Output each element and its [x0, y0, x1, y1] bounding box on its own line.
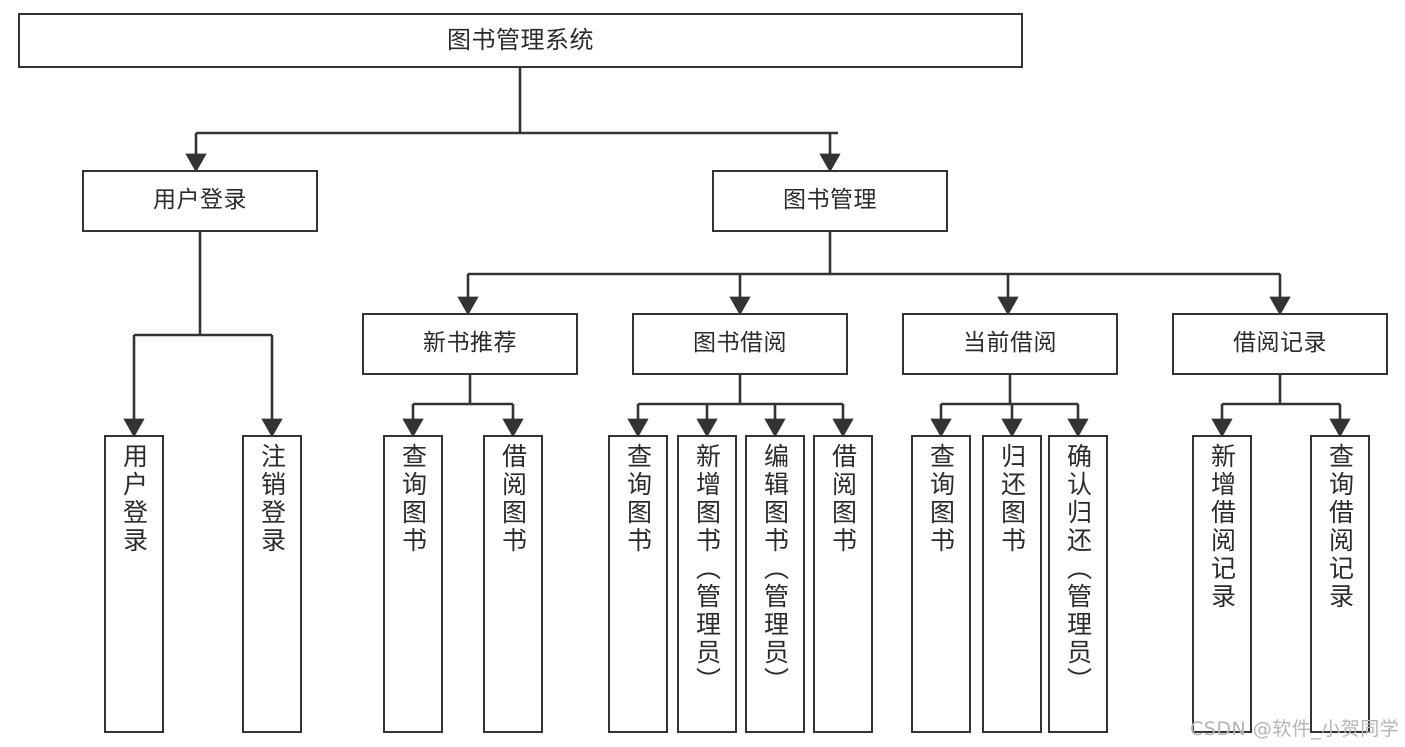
node-current-borrow[interactable]: 当前借阅: [902, 313, 1118, 375]
leaf-borrow-edit-book-label: 编辑图书（管理员）: [760, 443, 790, 695]
node-borrow-record-label: 借阅记录: [1233, 330, 1327, 357]
node-user-login[interactable]: 用户登录: [82, 170, 318, 232]
leaf-borrow-borrow-book-label: 借阅图书: [828, 443, 858, 555]
node-borrow-record[interactable]: 借阅记录: [1172, 313, 1388, 375]
leaf-record-query-record-label: 查询借阅记录: [1325, 443, 1355, 611]
leaf-borrow-edit-book[interactable]: 编辑图书（管理员）: [745, 435, 805, 733]
leaf-record-query-record[interactable]: 查询借阅记录: [1310, 435, 1370, 733]
node-current-borrow-label: 当前借阅: [963, 330, 1057, 357]
leaf-new-book-borrow[interactable]: 借阅图书: [483, 435, 543, 733]
leaf-record-add-record-label: 新增借阅记录: [1207, 443, 1237, 611]
leaf-borrow-query-book[interactable]: 查询图书: [608, 435, 668, 733]
node-new-book-recommend-label: 新书推荐: [423, 330, 517, 357]
leaf-current-return-book[interactable]: 归还图书: [982, 435, 1042, 733]
csdn-watermark: CSDN @软件_小贺同学: [1190, 718, 1400, 740]
node-root-system-label: 图书管理系统: [447, 26, 594, 55]
leaf-borrow-add-book[interactable]: 新增图书（管理员）: [677, 435, 737, 733]
leaf-new-book-query[interactable]: 查询图书: [383, 435, 443, 733]
node-book-borrow-label: 图书借阅: [693, 330, 787, 357]
node-book-borrow[interactable]: 图书借阅: [632, 313, 848, 375]
node-user-login-label: 用户登录: [153, 187, 247, 214]
node-book-management-label: 图书管理: [783, 187, 877, 214]
leaf-new-book-query-label: 查询图书: [398, 443, 428, 555]
leaf-current-query-book-label: 查询图书: [926, 443, 956, 555]
leaf-current-return-book-label: 归还图书: [997, 443, 1027, 555]
leaf-borrow-borrow-book[interactable]: 借阅图书: [813, 435, 873, 733]
node-book-management[interactable]: 图书管理: [712, 170, 948, 232]
leaf-current-query-book[interactable]: 查询图书: [911, 435, 971, 733]
leaf-borrow-add-book-label: 新增图书（管理员）: [692, 443, 722, 695]
leaf-new-book-borrow-label: 借阅图书: [498, 443, 528, 555]
leaf-current-confirm-return-label: 确认归还（管理员）: [1063, 443, 1093, 695]
leaf-user-login-logout-label: 注销登录: [257, 443, 287, 555]
leaf-user-login-logout[interactable]: 注销登录: [242, 435, 302, 733]
node-new-book-recommend[interactable]: 新书推荐: [362, 313, 578, 375]
leaf-user-login-login-label: 用户登录: [119, 443, 149, 555]
leaf-record-add-record[interactable]: 新增借阅记录: [1192, 435, 1252, 733]
leaf-current-confirm-return[interactable]: 确认归还（管理员）: [1048, 435, 1108, 733]
leaf-user-login-login[interactable]: 用户登录: [104, 435, 164, 733]
leaf-borrow-query-book-label: 查询图书: [623, 443, 653, 555]
node-root-system[interactable]: 图书管理系统: [18, 13, 1023, 68]
